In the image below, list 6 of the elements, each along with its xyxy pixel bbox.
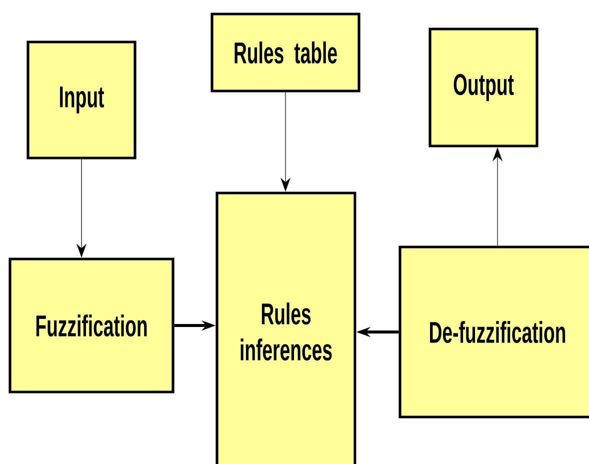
process-box: Rules inferences: [216, 192, 356, 464]
process-box: Input: [26, 40, 136, 160]
process-box: De-fuzzification: [398, 246, 589, 418]
process-box: Rules table: [210, 12, 360, 92]
process-box: Output: [428, 28, 538, 148]
process-box: Fuzzification: [8, 258, 174, 394]
